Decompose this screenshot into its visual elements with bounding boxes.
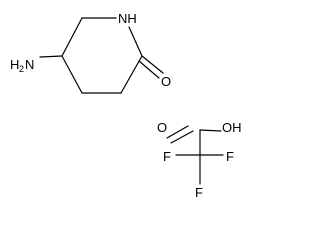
bond-c2-c3 — [120, 55, 143, 94]
atom-label-carbonyl-o: O — [157, 120, 167, 135]
bond-c4-c5 — [61, 55, 83, 94]
bond-c1-oh — [199, 129, 222, 132]
bond-c4-nh2 — [39, 55, 63, 58]
atom-label-f-bottom: F — [195, 185, 203, 200]
atom-label-amine-h: H — [10, 57, 19, 72]
atom-label-hydroxyl: OH — [222, 120, 242, 135]
aminopiperidinone-molecule: NH O H 2 N — [10, 11, 171, 94]
bond-c5-c6 — [61, 17, 83, 57]
bond-n1-c2 — [128, 26, 143, 57]
atom-label-f-left: F — [163, 149, 171, 164]
bond-c1-o-carbonyl — [166, 125, 189, 139]
atom-label-amine-subscript: 2 — [19, 64, 24, 74]
bond-c2-o — [141, 55, 164, 74]
bond-c1-o-carbonyl-double — [170, 130, 194, 144]
bond-c2-o-double — [138, 60, 160, 79]
chemical-structure-diagram: NH O H 2 N O OH F F F — [10, 11, 242, 200]
trifluoroacetic-acid-molecule: O OH F F F — [157, 120, 242, 200]
atom-label-f-right: F — [226, 149, 234, 164]
atom-label-amine-n: N — [25, 57, 34, 72]
atom-label-carbonyl-o: O — [161, 74, 171, 89]
atom-label-nh: NH — [118, 11, 137, 26]
